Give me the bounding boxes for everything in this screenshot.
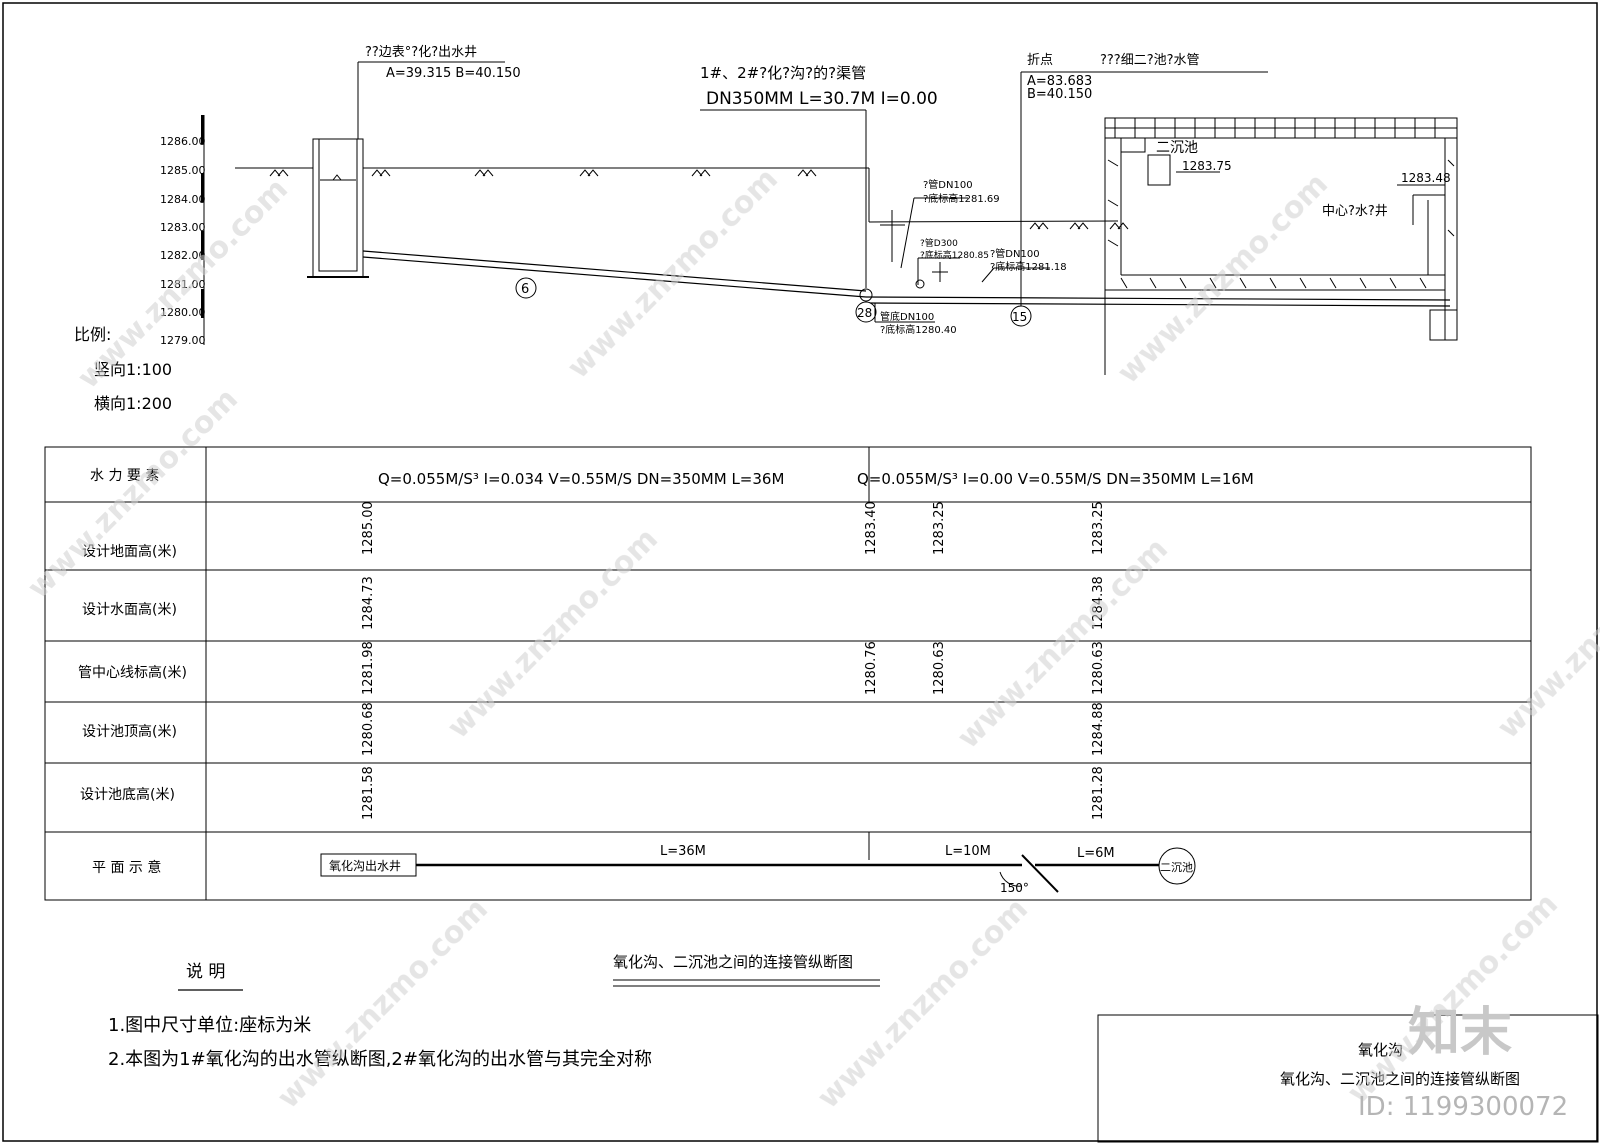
- top-el: 1280.68: [361, 702, 376, 756]
- marker-15-text: 15: [1012, 310, 1027, 324]
- note-line-2: 2.本图为1#氧化沟的出水管纵断图,2#氧化沟的出水管与其完全对称: [108, 1049, 652, 1070]
- profile-section: 1286.00 1285.00 1284.00 1283.00 1282.00 …: [74, 45, 1458, 413]
- elev-tick: 1279.00: [160, 334, 206, 347]
- notes-title: 说 明: [186, 962, 225, 982]
- hydraulic-1: Q=0.055M/S³ I=0.034 V=0.55M/S DN=350MM L…: [378, 470, 784, 488]
- branch4-el: ?底标高1280.40: [880, 323, 957, 336]
- plan-end: 二沉池: [1160, 861, 1193, 874]
- elev-tick: 1284.00: [160, 193, 206, 206]
- watermark-text: www.znzmo.com: [441, 522, 665, 746]
- elev-tick: 1281.00: [160, 278, 206, 291]
- title-block-name: 氧化沟、二沉池之间的连接管纵断图: [1280, 1070, 1520, 1088]
- marker-6: 6: [515, 277, 537, 299]
- elev-tick: 1280.00: [160, 306, 206, 319]
- turn-point-label: 折点: [1027, 53, 1053, 68]
- note-line-1: 1.图中尺寸单位:座标为米: [108, 1015, 311, 1036]
- clarifier-level: 1283.75: [1182, 159, 1232, 173]
- outlet-well: [307, 138, 369, 278]
- row-label: 水 力 要 素: [90, 468, 159, 484]
- top-el: 1284.88: [1091, 702, 1106, 756]
- watermark-text: www.znzmo.com: [1491, 522, 1600, 746]
- branch3-dn: ?管DN100: [990, 247, 1040, 260]
- center-well-level: 1283.48: [1401, 171, 1451, 185]
- elevation-scale: 1286.00 1285.00 1284.00 1283.00 1282.00 …: [160, 115, 206, 347]
- clarifier-name: 二沉池: [1156, 140, 1198, 156]
- row-label: 平 面 示 意: [92, 859, 161, 876]
- branch-annotations: [874, 197, 1050, 323]
- clarifier-label: ???细二?池?水管: [1100, 53, 1200, 68]
- brand-id: ID: 1199300072: [1358, 1092, 1568, 1122]
- branch1-dn: ?管DN100: [923, 178, 973, 191]
- notes: 说 明 1.图中尺寸单位:座标为米 2.本图为1#氧化沟的出水管纵断图,2#氧化…: [108, 962, 652, 1070]
- watermark-text: www.znzmo.com: [951, 532, 1175, 756]
- plan-l2: L=10M: [945, 844, 991, 859]
- row-label: 设计池底高(米): [80, 786, 175, 803]
- row-label: 管中心线标高(米): [78, 664, 187, 681]
- pipe-title: 1#、2#?化?沟?的?渠管: [700, 64, 866, 82]
- ground-hatch: [269, 169, 1129, 230]
- brand-logo: 知末: [1408, 1003, 1512, 1063]
- plan-angle: 150°: [1000, 881, 1029, 895]
- pipe-node: [859, 288, 873, 302]
- water-el: 1284.73: [361, 576, 376, 630]
- ground-el: 1283.25: [932, 501, 947, 555]
- watermark-text: www.znzmo.com: [561, 162, 785, 386]
- clarifier-structure: [1104, 117, 1458, 375]
- marker-28: 28: [855, 301, 877, 323]
- watermarks: www.znzmo.com www.znzmo.com www.znzmo.co…: [21, 162, 1600, 1116]
- elev-tick: 1282.00: [160, 249, 206, 262]
- row-label: 设计池顶高(米): [82, 723, 177, 740]
- marker-15: 15: [1010, 305, 1032, 327]
- plan-l3: L=6M: [1077, 846, 1115, 861]
- watermark-text: www.znzmo.com: [21, 382, 245, 606]
- center-well-label: 中心?水?井: [1322, 204, 1388, 219]
- row-label: 设计地面高(米): [82, 543, 177, 560]
- plan-start: 氧化沟出水井: [329, 859, 401, 873]
- water-el: 1284.38: [1091, 576, 1106, 630]
- ground-el: 1283.25: [1091, 501, 1106, 555]
- marker-6-text: 6: [521, 282, 529, 297]
- pipe-center-el: 1280.63: [1091, 641, 1106, 695]
- elev-tick: 1286.00: [160, 135, 206, 148]
- pipe-spec: DN350MM L=30.7M I=0.00: [706, 89, 938, 109]
- brand-watermark: 知末 ID: 1199300072: [1358, 1003, 1568, 1122]
- branch1-el: ?底标高1281.69: [923, 192, 1000, 205]
- plan-l1: L=36M: [660, 844, 706, 859]
- drawing-title: 氧化沟、二沉池之间的连接管纵断图: [613, 953, 853, 971]
- bottom-el: 1281.58: [361, 766, 376, 820]
- ground-el: 1285.00: [361, 501, 376, 555]
- elev-tick: 1283.00: [160, 221, 206, 234]
- bottom-el: 1281.28: [1091, 766, 1106, 820]
- scale-vertical: 竖向1:100: [94, 360, 172, 379]
- elev-tick: 1285.00: [160, 164, 206, 177]
- branch2-el: ?底标高1280.85: [920, 249, 989, 261]
- pipe-center-el: 1280.63: [932, 641, 947, 695]
- turn-point-a: A=83.683: [1027, 74, 1092, 89]
- data-table: [44, 446, 1532, 901]
- pipe-center-el: 1280.76: [864, 641, 879, 695]
- hydraulic-2: Q=0.055M/S³ I=0.00 V=0.55M/S DN=350MM L=…: [857, 470, 1254, 488]
- pipe-center-el: 1281.98: [361, 641, 376, 695]
- branch4-dn: 管底DN100: [880, 310, 934, 323]
- marker-28-text: 28: [857, 306, 872, 320]
- watermark-text: www.znzmo.com: [1111, 167, 1335, 391]
- row-label: 设计水面高(米): [82, 601, 177, 618]
- plan-sketch: 氧化沟出水井 二沉池 L=36M L=10M L=6M 150°: [320, 844, 1196, 895]
- outlet-well-coords: A=39.315 B=40.150: [386, 66, 521, 81]
- title-block: 氧化沟 氧化沟、二沉池之间的连接管纵断图: [1097, 1014, 1599, 1143]
- main-pipe: [362, 250, 1451, 307]
- branch3-el: ?底标高1281.18: [990, 260, 1067, 273]
- scale-horizontal: 横向1:200: [94, 394, 172, 413]
- outlet-well-label: ??边表°?化?出水井: [365, 45, 477, 60]
- watermark-text: www.znzmo.com: [271, 892, 495, 1116]
- table-text: 水 力 要 素 设计地面高(米) 设计水面高(米) 管中心线标高(米) 设计池顶…: [78, 468, 1254, 876]
- watermark-text: www.znzmo.com: [811, 892, 1035, 1116]
- ground-el: 1283.40: [864, 501, 879, 555]
- title-block-project: 氧化沟: [1358, 1041, 1403, 1059]
- branch2-dn: ?管D300: [920, 237, 958, 249]
- turn-point-b: B=40.150: [1027, 87, 1092, 102]
- scale-title: 比例:: [74, 325, 111, 344]
